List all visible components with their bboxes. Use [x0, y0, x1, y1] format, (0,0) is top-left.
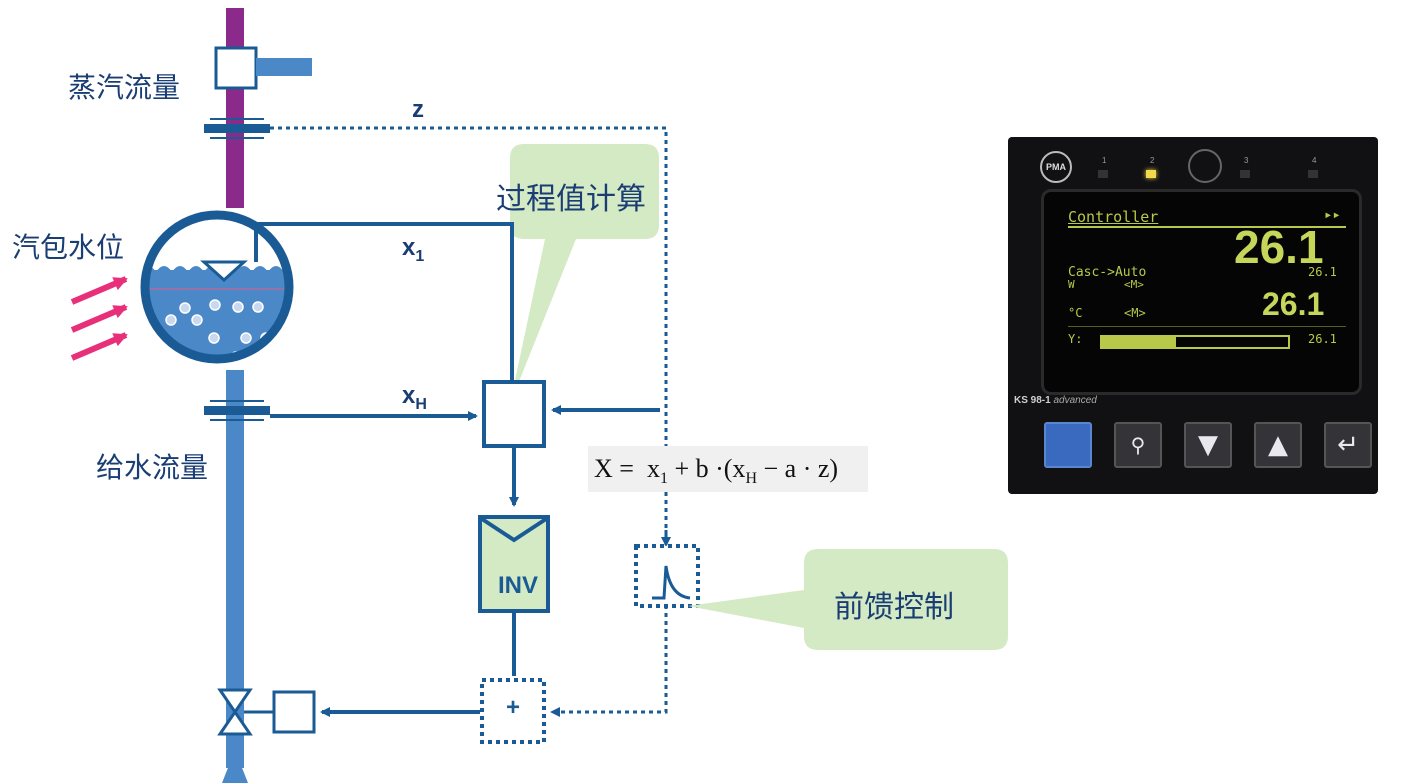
device-top-bar: PMA 1 2 3 4 [1008, 137, 1378, 187]
up-arrow-button[interactable]: ▲ [1254, 422, 1302, 468]
callout-process-calc [510, 144, 659, 404]
main-value: 26.1 [1234, 221, 1324, 273]
drum-level-label: 汽包水位 [12, 231, 125, 264]
heat-arrows-icon [70, 276, 128, 361]
led-1 [1098, 170, 1108, 178]
z-label: z [412, 96, 424, 123]
feedforward-text: 前馈控制 [834, 590, 954, 625]
screen-arrows-icon: ▸▸ [1324, 207, 1341, 223]
signal-lines [254, 222, 660, 717]
sum-label: + [505, 694, 520, 721]
feedwater-orifice [204, 406, 270, 415]
down-arrow-button[interactable]: ▼ [1184, 422, 1232, 468]
feedwater-pipe [226, 370, 244, 768]
x1-label: x1 [402, 234, 425, 265]
knob-icon [1188, 149, 1222, 183]
w-mode: <M> [1124, 278, 1144, 291]
level-marker-icon [200, 260, 248, 283]
led-2 [1146, 170, 1156, 178]
unit-mode: <M> [1124, 306, 1146, 320]
inlet-arrow-icon [222, 750, 248, 783]
led-4 [1308, 170, 1318, 178]
sum-block [480, 678, 546, 744]
led-2-label: 2 [1150, 156, 1155, 165]
steam-flow-sensor [214, 46, 258, 90]
second-value: 26.1 [1262, 286, 1325, 322]
inv-block [478, 515, 550, 613]
mode-label: Casc->Auto [1068, 265, 1147, 280]
steam-drum [140, 210, 294, 364]
screen-divider [1068, 226, 1346, 228]
xh-label: xH [402, 382, 427, 413]
calc-block [482, 380, 546, 448]
unit-label: °C [1068, 306, 1083, 320]
led-3-label: 3 [1244, 156, 1249, 165]
screen-title: Controller [1068, 208, 1159, 226]
formula: X = x1 + b ·(xH − a · z) [588, 446, 868, 492]
controller-device: PMA 1 2 3 4 Controller ▸▸ 26.1 Casc->Aut… [1008, 137, 1378, 494]
blue-function-button[interactable] [1044, 422, 1092, 468]
steam-flow-label: 蒸汽流量 [68, 71, 181, 104]
steam-orifice [204, 124, 270, 133]
feedforward-block [634, 544, 700, 608]
y-output-bar [1100, 335, 1290, 349]
steam-sensor-arm [256, 58, 312, 76]
controller-screen: Controller ▸▸ 26.1 Casc->Auto 26.1 W <M>… [1041, 189, 1362, 395]
mode-value: 26.1 [1308, 265, 1337, 279]
process-calc-text: 过程值计算 [496, 182, 646, 217]
w-label: W [1068, 278, 1075, 291]
pma-logo: PMA [1040, 151, 1072, 183]
led-3 [1240, 170, 1250, 178]
y-label: Y: [1068, 332, 1083, 346]
enter-button[interactable]: ↵ [1324, 422, 1372, 468]
z-signal-line [270, 126, 668, 717]
inv-label: INV [497, 572, 538, 599]
manual-mode-button[interactable]: ⚲ [1114, 422, 1162, 468]
led-1-label: 1 [1102, 156, 1107, 165]
feedwater-flow-label: 给水流量 [96, 451, 209, 484]
led-4-label: 4 [1312, 156, 1317, 165]
steam-pipe [226, 8, 244, 208]
model-label: KS 98-1 advanced [1014, 395, 1097, 406]
callout-feedforward [688, 549, 1008, 650]
y-value: 26.1 [1308, 332, 1337, 346]
control-valve [217, 688, 316, 736]
